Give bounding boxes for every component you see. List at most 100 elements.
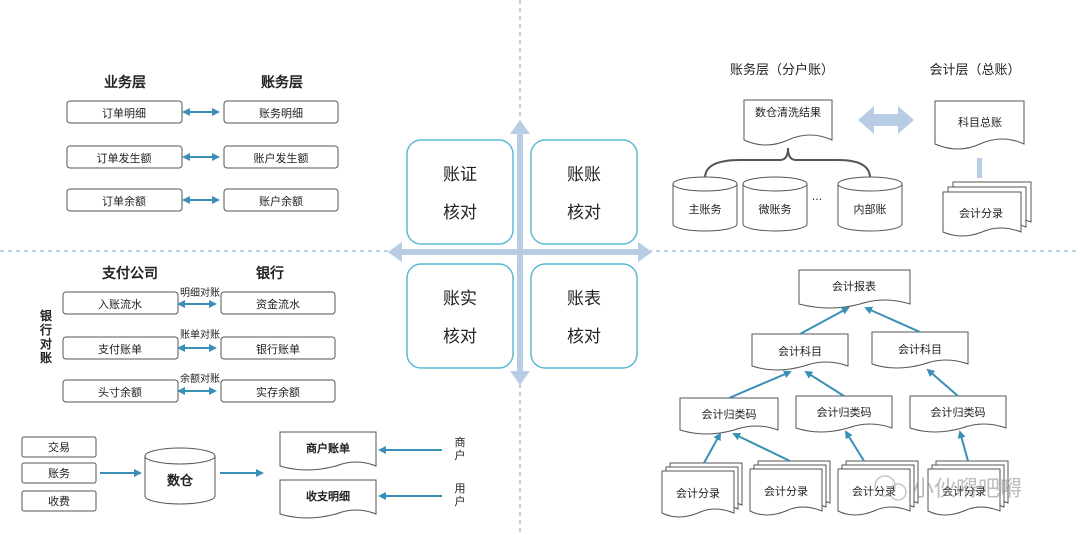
warehouse-label: 数仓 xyxy=(167,473,194,489)
clean-doc-shape xyxy=(743,99,833,146)
center-bl-line1: 账实 xyxy=(443,289,477,309)
brace-connector xyxy=(704,147,871,179)
report-label: 会计报表 xyxy=(832,279,876,293)
entries-stack: 会计分录 xyxy=(942,181,1032,237)
entry-stack-3: 会计分录 xyxy=(837,460,919,516)
code-label-2: 会计归类码 xyxy=(817,405,872,419)
cylinder-ellipsis: ... xyxy=(812,190,823,203)
report-doc xyxy=(798,269,911,309)
q1-row2-left: 订单发生额 xyxy=(97,151,152,165)
input-fee: 收费 xyxy=(48,494,70,508)
code-label-1: 会计归类码 xyxy=(702,407,757,421)
quadrant-business-vs-accounting: 业务层 账务层 订单明细 账务明细 订单发生额 账户发生额 订单余额 账户余额 xyxy=(66,74,339,212)
cylinder-micro-account: 微账务 xyxy=(742,176,808,232)
income-expense-label: 收支明细 xyxy=(306,489,350,503)
center-tl-line1: 账证 xyxy=(443,165,477,185)
center-tr-line2: 核对 xyxy=(567,203,601,223)
q1-row1-left: 订单明细 xyxy=(102,107,146,120)
watermark-text: 小伙嘚吧嘚 xyxy=(912,477,1022,502)
code-doc-2 xyxy=(795,395,893,433)
cylinder-internal-account: 内部账 xyxy=(837,176,903,232)
svg-text:账: 账 xyxy=(40,351,52,365)
svg-text:银: 银 xyxy=(40,308,53,323)
income-expense-doc xyxy=(279,479,377,519)
q2-header-right: 会计层（总账） xyxy=(929,63,1020,78)
q3-row2-mid: 账单对账 xyxy=(180,328,220,341)
q3-row3-right: 实存余额 xyxy=(256,385,300,399)
cylinder-label-3: 内部账 xyxy=(854,202,887,216)
subject-doc-2 xyxy=(871,331,969,369)
center-cross-arrows xyxy=(388,120,652,385)
entry-label-1: 会计分录 xyxy=(676,487,720,500)
quadrant-ledger-vs-general: 账务层（分户账） 会计层（总账） 数仓清洗结果 主账务 微账务 ... 内部账 xyxy=(672,62,1032,237)
q1-header-right: 账务层 xyxy=(261,74,303,91)
merchant-bill-doc xyxy=(279,431,377,471)
cylinder-main-account: 主账务 xyxy=(672,176,738,232)
center-bl-line2: 核对 xyxy=(443,327,477,347)
merchant-bill-label: 商户账单 xyxy=(306,441,350,455)
q3-row1-right: 资金流水 xyxy=(256,297,300,311)
svg-text:户: 户 xyxy=(455,448,466,462)
center-tr-line1: 账账 xyxy=(567,165,601,185)
q1-row1-right: 账务明细 xyxy=(259,107,303,120)
tree-arrows xyxy=(703,306,969,464)
code-label-3: 会计归类码 xyxy=(931,405,986,419)
entry-label-3: 会计分录 xyxy=(852,485,896,498)
watermark: 小伙嘚吧嘚 xyxy=(874,475,1022,502)
center-br-line2: 核对 xyxy=(567,327,601,347)
quadrant-report-tree: 会计报表 会计科目 会计科目 会计归类码 会计归类码 会计归类码 会计分录 会计… xyxy=(661,269,1009,518)
q3-row2-left: 支付账单 xyxy=(98,343,142,356)
wechat-icon xyxy=(874,475,896,497)
user-label: 用 户 xyxy=(455,482,466,508)
entry-label-2: 会计分录 xyxy=(764,485,808,498)
q3-row1-mid: 明细对账 xyxy=(180,286,220,299)
q3-row2-right: 银行账单 xyxy=(256,342,300,356)
cylinder-label-2: 微账务 xyxy=(759,202,792,216)
q2-header-left: 账务层（分户账） xyxy=(730,62,834,78)
code-doc-1 xyxy=(679,397,779,435)
ledger-double-arrow xyxy=(858,106,914,134)
center-box-br: 账表 核对 xyxy=(530,263,638,369)
clean-doc-label: 数仓清洗结果 xyxy=(755,105,821,119)
center-box-tl: 账证 核对 xyxy=(406,139,514,245)
entries-stack-label: 会计分录 xyxy=(959,207,1003,220)
svg-text:行: 行 xyxy=(39,322,52,337)
quadrant-payment-vs-bank: 支付公司 银行 银 行 对 账 入账流水 明细对账 资金流水 支付账单 账单对账… xyxy=(21,265,466,519)
q1-row2-right: 账户发生额 xyxy=(254,151,309,165)
code-doc-3 xyxy=(909,395,1007,433)
svg-text:对: 对 xyxy=(40,336,52,351)
input-trade: 交易 xyxy=(48,440,70,454)
entry-stack-4: 会计分录 xyxy=(927,460,1009,516)
q3-row3-left: 头寸余额 xyxy=(98,385,142,399)
svg-text:户: 户 xyxy=(455,494,466,508)
svg-text:商: 商 xyxy=(455,435,466,449)
subject-label-1: 会计科目 xyxy=(778,344,822,358)
q3-header-left: 支付公司 xyxy=(101,265,158,282)
ledger-connector-bar xyxy=(977,158,982,178)
warehouse-cylinder: 数仓 xyxy=(144,447,216,505)
q3-row3-mid: 余额对账 xyxy=(180,372,220,385)
entry-stack-1: 会计分录 xyxy=(661,462,743,518)
center-tl-line2: 核对 xyxy=(443,203,477,223)
q3-side-label: 银 行 对 账 xyxy=(39,308,53,365)
entry-stack-2: 会计分录 xyxy=(749,460,831,516)
merchant-label: 商 户 xyxy=(455,435,466,462)
center-br-line1: 账表 xyxy=(567,289,601,309)
q3-header-right: 银行 xyxy=(256,265,284,282)
general-ledger-label: 科目总账 xyxy=(958,115,1002,129)
q1-row3-left: 订单余额 xyxy=(102,194,146,208)
general-ledger-doc xyxy=(934,100,1025,150)
q1-row3-right: 账户余额 xyxy=(259,194,303,208)
q1-header-left: 业务层 xyxy=(104,74,146,91)
entry-label-4: 会计分录 xyxy=(942,485,986,498)
center-box-bl: 账实 核对 xyxy=(406,263,514,369)
center-box-tr: 账账 核对 xyxy=(530,139,638,245)
subject-label-2: 会计科目 xyxy=(898,342,942,356)
cylinder-label-1: 主账务 xyxy=(689,203,722,216)
q3-row1-left: 入账流水 xyxy=(98,297,142,311)
svg-text:用: 用 xyxy=(455,482,466,495)
subject-doc-1 xyxy=(751,333,849,371)
input-account: 账务 xyxy=(48,467,70,480)
